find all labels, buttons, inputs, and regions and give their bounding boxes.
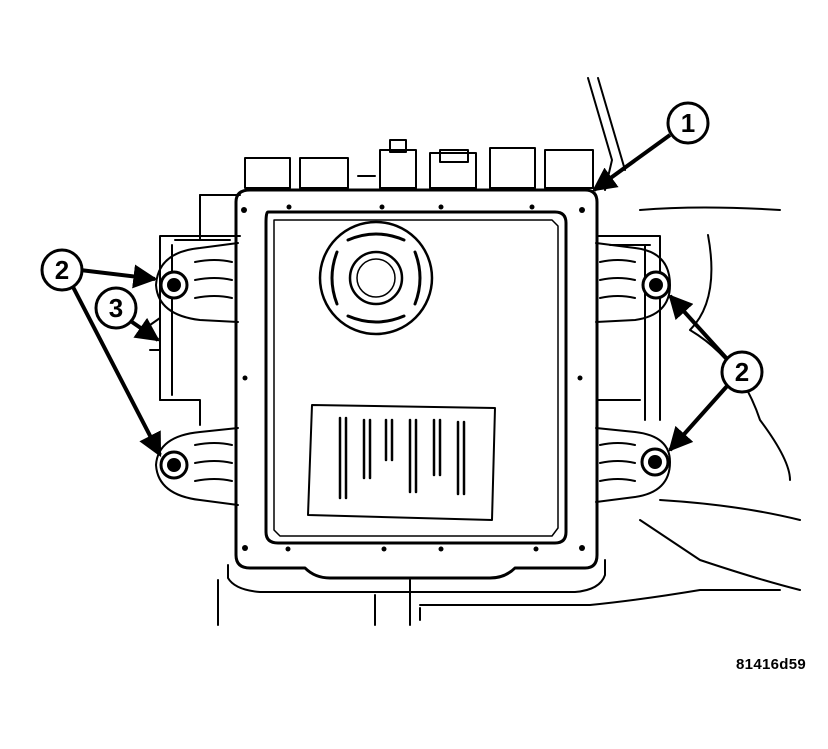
background-structure [199,77,801,626]
ecm-vent [318,220,434,336]
mounting-nut-lower-right [640,447,670,477]
leader-1 [592,133,672,192]
ecm-label-barcode [338,416,466,500]
callout-1: 1 [666,101,710,145]
leader-2-upper-left [79,264,158,289]
mounting-nut-upper-left [159,270,189,300]
ecm-label [307,404,496,521]
callout-2-right-number: 2 [735,357,749,387]
mounting-nut-upper-right [641,270,671,300]
leader-2-upper-right [668,294,730,362]
leader-2-lower-left [70,284,162,458]
ecm-housing [227,188,606,593]
callout-3-number: 3 [109,293,123,323]
mounting-nut-lower-left [159,450,189,480]
mounting-nuts [159,270,671,480]
flange-screws [241,204,585,552]
callout-2-left-number: 2 [55,255,69,285]
figure-id: 81416d59 [736,656,806,673]
callout-1-number: 1 [681,108,695,138]
callout-2-right: 2 [720,350,764,394]
ecm-connectors [244,139,594,189]
callout-2-left: 2 [40,248,84,292]
leader-3 [130,317,160,342]
leader-2-lower-right [668,383,730,452]
mounting-bracket [149,235,661,426]
callout-3: 3 [94,286,138,330]
ecm-mounting-ears [155,242,671,506]
leader-lines [70,133,730,458]
